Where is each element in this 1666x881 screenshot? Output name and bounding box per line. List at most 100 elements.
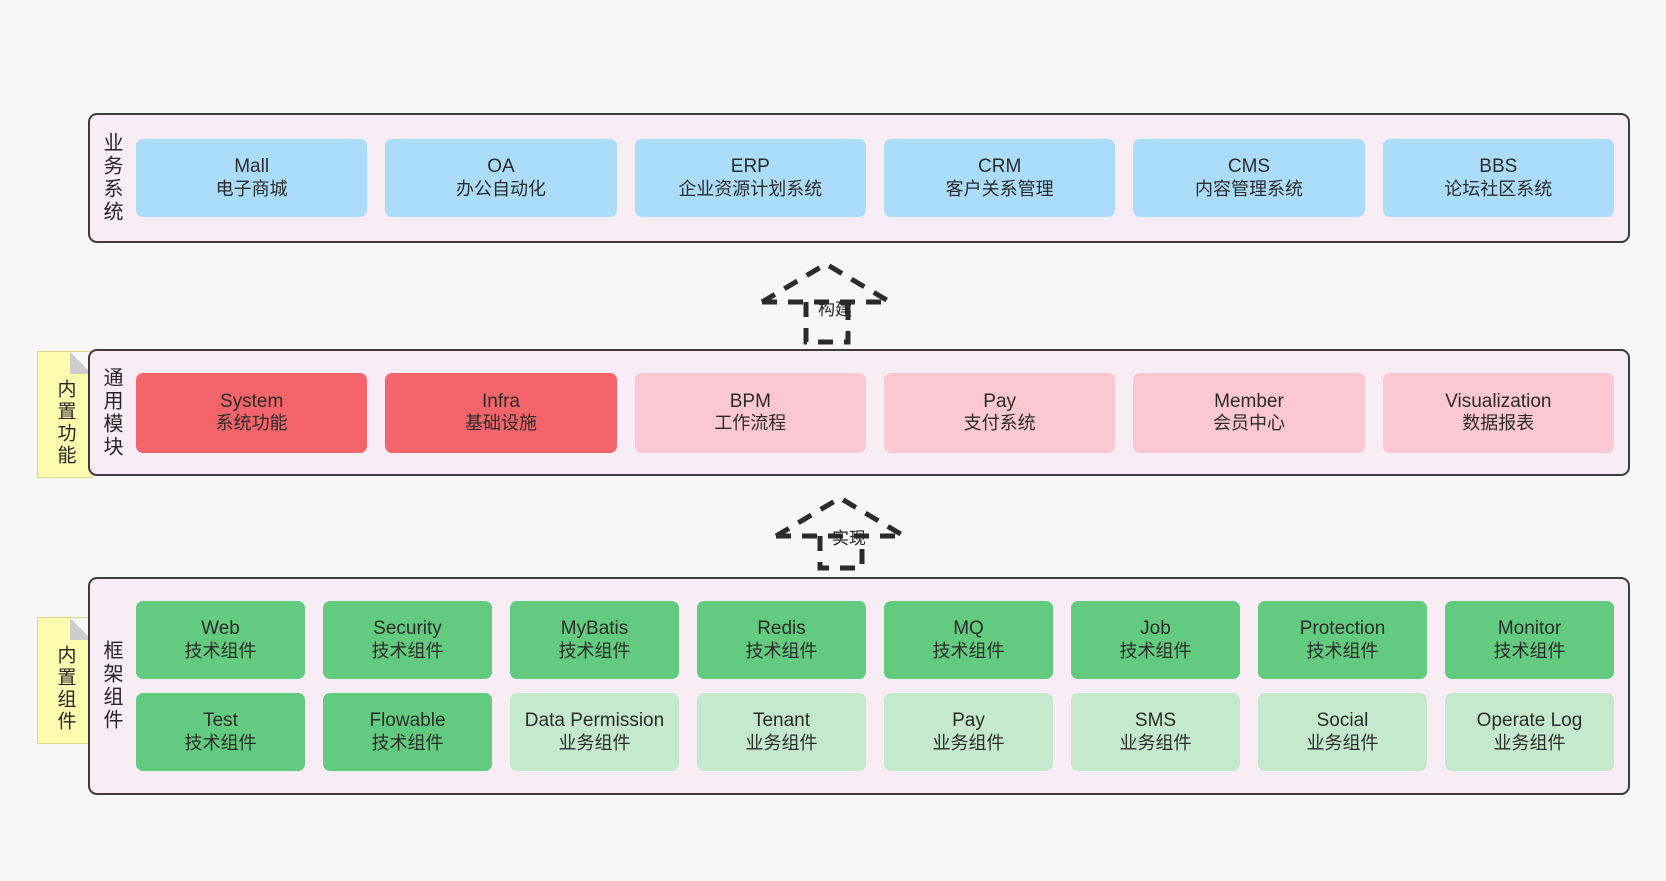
node-label-cn: 电子商城 [215, 178, 288, 199]
node-member[interactable]: Member 会员中心 [1133, 372, 1365, 453]
node-label-en: CMS [1227, 156, 1271, 178]
node-redis[interactable]: Redis 技术组件 [697, 601, 866, 679]
node-label-en: Infra [481, 390, 520, 412]
node-label-en: CRM [978, 156, 1022, 178]
layer-body-framework-component: Web 技术组件 Security 技术组件 MyBatis 技术组件 Redi… [132, 579, 1628, 793]
node-label-en: OA [487, 156, 515, 178]
node-label-cn: 数据报表 [1462, 413, 1535, 434]
node-crm[interactable]: CRM 客户关系管理 [883, 139, 1116, 217]
note-builtin-function: 内置功能 [37, 351, 93, 478]
node-label-en: Pay [952, 710, 985, 732]
layer-row: Test 技术组件 Flowable 技术组件 Data Permission … [136, 693, 1614, 771]
note-label: 内置组件 [54, 644, 76, 733]
node-web[interactable]: Web 技术组件 [136, 601, 305, 679]
node-label-en: Flowable [369, 710, 446, 732]
node-sms[interactable]: SMS 业务组件 [1071, 693, 1240, 771]
node-flowable[interactable]: Flowable 技术组件 [323, 693, 492, 771]
node-label-en: Monitor [1497, 618, 1562, 640]
node-label-cn: 技术组件 [1493, 640, 1566, 661]
node-label-en: Visualization [1445, 390, 1552, 412]
node-label-en: MQ [953, 618, 984, 640]
node-label-en: SMS [1134, 710, 1177, 732]
node-bbs[interactable]: BBS 论坛社区系统 [1382, 139, 1614, 217]
layer-body-common-module: System 系统功能 Infra 基础设施 BPM 工作流程 Pay 支付系统… [132, 351, 1628, 474]
arrow-build: 构建 [756, 258, 906, 345]
node-data-permission[interactable]: Data Permission 业务组件 [510, 693, 679, 771]
node-label-en: System [219, 390, 284, 412]
layer-business-system: 业务系统 Mall 电子商城 OA 办公自动化 ERP 企业资源计划系统 CRM… [88, 113, 1630, 243]
node-label-cn: 技术组件 [371, 732, 444, 753]
node-visualization[interactable]: Visualization 数据报表 [1382, 372, 1614, 453]
layer-title-framework-component: 框架组件 [100, 640, 122, 732]
node-label-cn: 业务组件 [1119, 732, 1192, 753]
node-label-cn: 基础设施 [464, 413, 537, 434]
node-mall[interactable]: Mall 电子商城 [136, 139, 368, 217]
node-oa[interactable]: OA 办公自动化 [385, 139, 617, 217]
note-builtin-component: 内置组件 [37, 617, 93, 744]
layer-body-business-system: Mall 电子商城 OA 办公自动化 ERP 企业资源计划系统 CRM 客户关系… [132, 115, 1628, 241]
node-pay-component[interactable]: Pay 业务组件 [884, 693, 1053, 771]
node-label-cn: 业务组件 [1306, 732, 1379, 753]
node-infra[interactable]: Infra 基础设施 [385, 372, 617, 453]
node-label-en: Job [1140, 618, 1171, 640]
node-label-cn: 会员中心 [1212, 413, 1285, 434]
layer-row: Web 技术组件 Security 技术组件 MyBatis 技术组件 Redi… [136, 601, 1614, 679]
layer-row: Mall 电子商城 OA 办公自动化 ERP 企业资源计划系统 CRM 客户关系… [136, 139, 1614, 217]
node-bpm[interactable]: BPM 工作流程 [634, 372, 866, 453]
node-erp[interactable]: ERP 企业资源计划系统 [634, 139, 866, 217]
node-label-cn: 业务组件 [1493, 732, 1566, 753]
node-protection[interactable]: Protection 技术组件 [1258, 601, 1427, 679]
node-mybatis[interactable]: MyBatis 技术组件 [510, 601, 679, 679]
node-job[interactable]: Job 技术组件 [1071, 601, 1240, 679]
node-label-en: BBS [1479, 156, 1518, 178]
node-label-cn: 支付系统 [963, 413, 1036, 434]
node-label-cn: 技术组件 [558, 640, 631, 661]
node-label-cn: 技术组件 [1119, 640, 1192, 661]
node-label-en: Test [203, 710, 238, 732]
layer-common-module: 通用模块 System 系统功能 Infra 基础设施 BPM 工作流程 Pay… [88, 349, 1630, 476]
node-cms[interactable]: CMS 内容管理系统 [1133, 139, 1365, 217]
node-system[interactable]: System 系统功能 [136, 372, 368, 453]
node-label-en: MyBatis [560, 618, 629, 640]
node-pay[interactable]: Pay 支付系统 [883, 372, 1116, 453]
layer-framework-component: 框架组件 Web 技术组件 Security 技术组件 MyBatis 技术组件… [88, 577, 1630, 795]
node-monitor[interactable]: Monitor 技术组件 [1445, 601, 1614, 679]
node-label-cn: 业务组件 [932, 732, 1005, 753]
layer-title-common-module: 通用模块 [100, 366, 122, 459]
node-label-en: ERP [730, 156, 770, 178]
node-mq[interactable]: MQ 技术组件 [884, 601, 1053, 679]
arrow-build-label: 构建 [818, 300, 852, 319]
node-label-cn: 技术组件 [184, 640, 257, 661]
arrow-implement: 实现 [770, 492, 920, 571]
node-label-cn: 系统功能 [215, 413, 288, 434]
node-label-en: BPM [729, 390, 771, 412]
note-label: 内置功能 [54, 378, 76, 467]
node-label-cn: 技术组件 [371, 640, 444, 661]
node-label-cn: 技术组件 [932, 640, 1005, 661]
node-label-en: Data Permission [524, 710, 665, 732]
node-label-cn: 业务组件 [558, 732, 631, 753]
node-label-en: Pay [983, 390, 1017, 412]
node-security[interactable]: Security 技术组件 [323, 601, 492, 679]
node-label-en: Social [1316, 710, 1369, 732]
node-label-cn: 工作流程 [714, 413, 787, 434]
node-label-cn: 客户关系管理 [945, 178, 1054, 199]
layer-title-business-system: 业务系统 [100, 132, 122, 224]
arrow-implement-label: 实现 [832, 529, 866, 548]
node-label-en: Security [373, 618, 442, 640]
layer-row: System 系统功能 Infra 基础设施 BPM 工作流程 Pay 支付系统… [136, 372, 1614, 453]
node-social[interactable]: Social 业务组件 [1258, 693, 1427, 771]
node-label-cn: 技术组件 [184, 732, 257, 753]
node-label-en: Web [201, 618, 240, 640]
node-operate-log[interactable]: Operate Log 业务组件 [1445, 693, 1614, 771]
node-test[interactable]: Test 技术组件 [136, 693, 305, 771]
node-label-cn: 办公自动化 [455, 178, 546, 199]
node-label-cn: 技术组件 [1306, 640, 1379, 661]
node-label-en: Tenant [752, 710, 811, 732]
node-label-en: Operate Log [1476, 710, 1583, 732]
node-label-en: Member [1214, 390, 1284, 412]
node-label-cn: 企业资源计划系统 [678, 178, 823, 199]
node-tenant[interactable]: Tenant 业务组件 [697, 693, 866, 771]
node-label-en: Protection [1299, 618, 1386, 640]
